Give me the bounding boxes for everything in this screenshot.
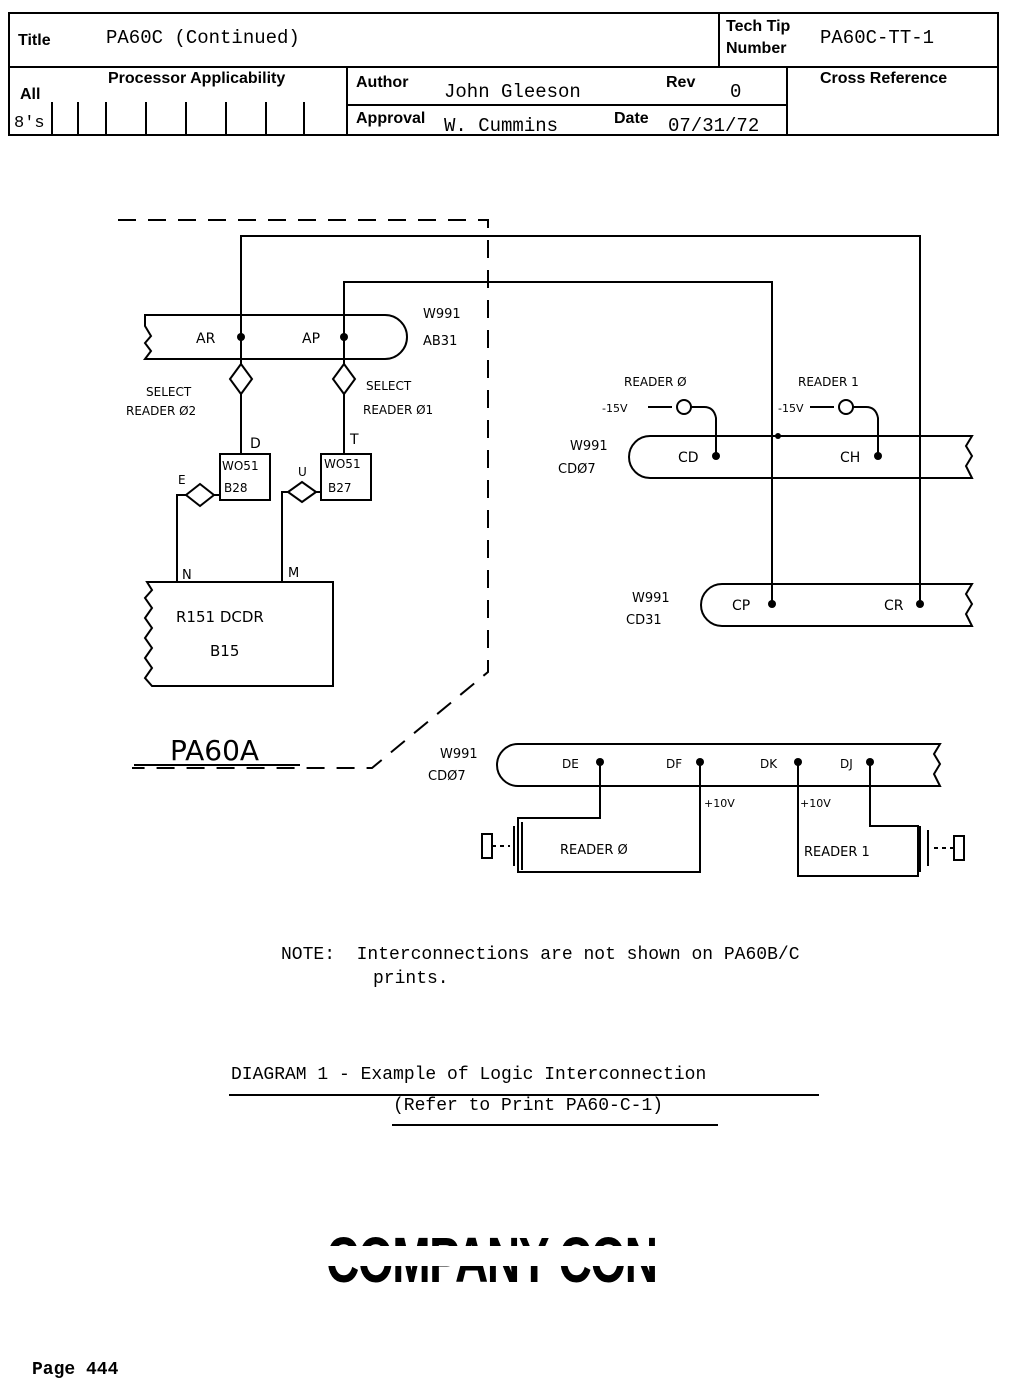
connector-cd07-top <box>628 435 974 479</box>
plus-10v-label: +10V <box>800 797 831 810</box>
decoder-box <box>143 581 334 687</box>
header-divider <box>718 12 720 68</box>
title-value: PA60C (Continued) <box>106 27 300 49</box>
pa60a-boundary <box>118 219 489 769</box>
diagram-caption-reference: (Refer to Print PA60-C-1) <box>393 1096 664 1116</box>
connector-cd31-label: CD31 <box>626 613 662 628</box>
connector-cd07-bottom-label: CDØ7 <box>428 769 466 784</box>
pin-cp: CP <box>732 598 750 614</box>
note-line: Interconnections are not shown on PA60B/… <box>356 945 800 965</box>
reader-0-switch-label: READER Ø <box>560 843 628 858</box>
plus-10v-label: +10V <box>704 797 735 810</box>
applicability-tick-marks <box>51 102 305 136</box>
connector-ab31-label: AB31 <box>423 334 457 349</box>
note-line: prints. <box>373 969 449 989</box>
caption-underline <box>229 1094 819 1096</box>
pin-dk: DK <box>760 757 778 771</box>
select-reader-1-label: READER Ø1 <box>363 403 433 417</box>
module-b27-label: B27 <box>328 481 352 495</box>
author-value: John Gleeson <box>444 81 581 103</box>
rev-value: 0 <box>730 81 742 103</box>
connector-ab31 <box>143 314 408 360</box>
header-divider <box>346 67 348 136</box>
pin-ap: AP <box>302 331 320 347</box>
select-reader-1-label: SELECT <box>366 379 412 393</box>
neg-15v-label: -15V <box>778 402 804 415</box>
page-number: Page 444 <box>32 1360 119 1380</box>
wire-ar-cr <box>240 235 921 604</box>
tech-tip-header: Title PA60C (Continued) Tech Tip Number … <box>8 12 999 136</box>
module-b28-label: B28 <box>224 481 248 495</box>
reader-1-switch-label: READER 1 <box>804 845 870 860</box>
module-b28-label: WO51 <box>222 459 259 473</box>
pin-cd: CD <box>678 450 699 466</box>
caption-underline <box>392 1124 718 1126</box>
junction-dots <box>237 333 924 766</box>
reader-0-circuit <box>517 764 701 873</box>
company-confidential-stamp: COMPANY CONFIDENTIAL <box>326 1228 658 1290</box>
pin-e: E <box>178 473 186 487</box>
connector-cd07-bottom-label: W991 <box>440 747 478 762</box>
pin-n: N <box>182 568 192 583</box>
tech-tip-label: Number <box>726 40 787 57</box>
header-divider <box>8 66 999 68</box>
diamond-u <box>286 480 321 504</box>
pin-d: D <box>250 436 261 452</box>
module-b27-label: WO51 <box>324 457 361 471</box>
note-label: NOTE: <box>281 945 336 965</box>
date-value: 07/31/72 <box>668 115 760 137</box>
header-divider <box>786 67 788 136</box>
diamond-select-reader-2 <box>228 362 254 396</box>
pin-m: M <box>288 566 299 581</box>
pa60a-label: PA60A <box>170 734 259 767</box>
logic-interconnection-diagram: AR AP W991 AB31 SELECT READER Ø2 SELECT … <box>118 219 974 877</box>
tech-tip-value: PA60C-TT-1 <box>820 27 935 49</box>
diagram-caption: DIAGRAM 1 - Example of Logic Interconnec… <box>231 1065 707 1085</box>
rev-label: Rev <box>666 74 696 91</box>
module-b27-box <box>320 394 372 501</box>
applicability-value: 8's <box>14 114 45 133</box>
author-label: Author <box>356 74 409 91</box>
reader-0-lamp-label: READER Ø <box>624 375 687 389</box>
pin-u: U <box>298 465 307 479</box>
connector-cd07-bottom <box>496 743 942 787</box>
title-label: Title <box>18 32 51 49</box>
header-divider <box>346 104 788 106</box>
pin-ch: CH <box>840 450 860 466</box>
header-frame <box>8 12 999 136</box>
connector-cd07-label: W991 <box>570 439 608 454</box>
diamond-select-reader-1 <box>331 362 357 396</box>
approval-label: Approval <box>356 110 426 127</box>
pin-ar: AR <box>196 331 216 347</box>
pin-t: T <box>349 432 359 448</box>
connector-cd07-label: CDØ7 <box>558 462 596 477</box>
decoder-label: B15 <box>210 642 239 660</box>
date-label: Date <box>614 110 649 127</box>
applicability-label: Processor Applicability <box>108 70 286 87</box>
pin-de: DE <box>562 757 579 771</box>
pin-cr: CR <box>884 598 904 614</box>
select-reader-2-label: SELECT <box>146 385 192 399</box>
neg-15v-label: -15V <box>602 402 628 415</box>
tech-tip-label: Tech Tip <box>726 18 791 35</box>
select-reader-2-label: READER Ø2 <box>126 404 196 418</box>
connector-cd31 <box>700 583 974 627</box>
reader-1-lamp-label: READER 1 <box>798 375 859 389</box>
connector-cd31-label: W991 <box>632 591 670 606</box>
cross-reference-label: Cross Reference <box>820 70 948 87</box>
note: NOTE: Interconnections are not shown on … <box>281 943 800 991</box>
wire-ap-cp <box>343 281 773 604</box>
pin-dj: DJ <box>840 757 853 771</box>
applicability-all: All <box>20 86 41 103</box>
pin-df: DF <box>666 757 682 771</box>
connector-ab31-label: W991 <box>423 307 461 322</box>
diamond-e <box>184 482 220 508</box>
reader-1-circuit <box>797 764 919 877</box>
approval-value: W. Cummins <box>444 115 559 137</box>
module-b28-box <box>219 394 271 501</box>
decoder-label: R151 DCDR <box>176 608 264 626</box>
